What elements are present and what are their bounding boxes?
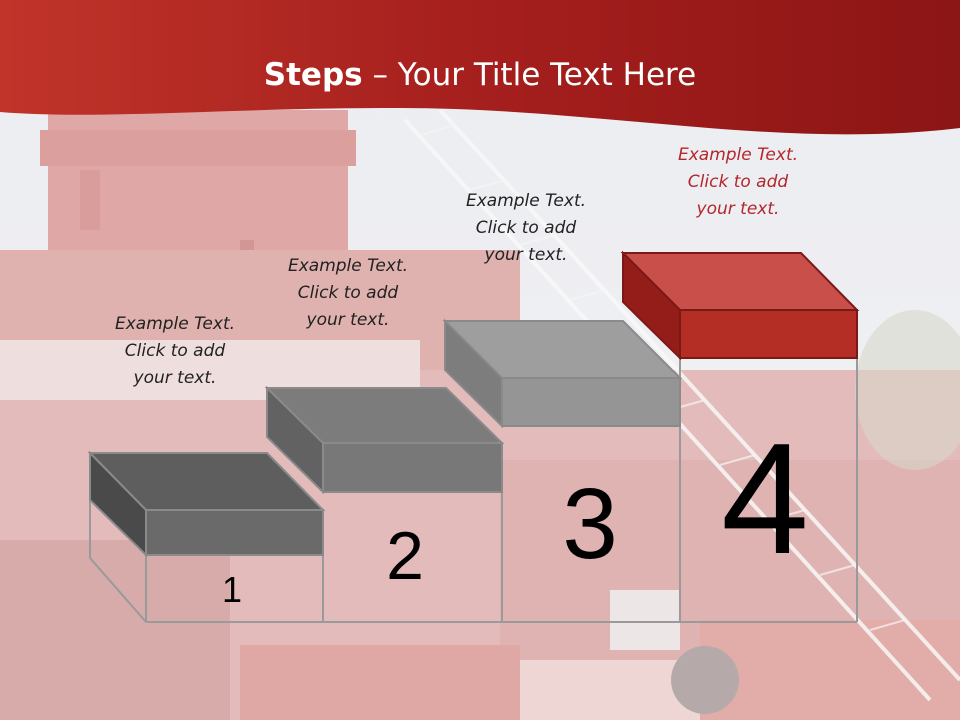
step-2-caption[interactable]: Example Text. Click to add your text. <box>258 253 438 334</box>
header-band <box>0 0 960 135</box>
caption-line: your text. <box>306 310 390 330</box>
caption-line: Click to add <box>124 341 226 361</box>
step-2-block[interactable] <box>264 385 505 495</box>
step-3-number: 3 <box>562 468 618 580</box>
caption-line: Example Text. <box>287 256 409 276</box>
caption-line: your text. <box>133 368 217 388</box>
step-4-number: 4 <box>721 411 809 587</box>
step-3-block[interactable] <box>442 318 683 429</box>
caption-line: Click to add <box>687 172 789 192</box>
step-1-caption[interactable]: Example Text. Click to add your text. <box>85 311 265 392</box>
caption-line: your text. <box>696 199 780 219</box>
slide-title-rest: – Your Title Text Here <box>362 57 697 93</box>
caption-line: Example Text. <box>114 314 236 334</box>
caption-line: Click to add <box>475 218 577 238</box>
slide-title-bold: Steps <box>263 57 363 93</box>
step-4-block[interactable] <box>620 250 860 361</box>
step-2-number: 2 <box>386 518 424 594</box>
caption-line: Example Text. <box>677 145 799 165</box>
slide-title[interactable]: Steps – Your Title Text Here <box>0 54 960 96</box>
caption-line: your text. <box>484 245 568 265</box>
caption-line: Example Text. <box>465 191 587 211</box>
step-4-caption[interactable]: Example Text. Click to add your text. <box>648 142 828 223</box>
step-3-caption[interactable]: Example Text. Click to add your text. <box>436 188 616 269</box>
step-1-block[interactable] <box>87 450 326 558</box>
step-1-number: 1 <box>221 569 243 610</box>
caption-line: Click to add <box>297 283 399 303</box>
